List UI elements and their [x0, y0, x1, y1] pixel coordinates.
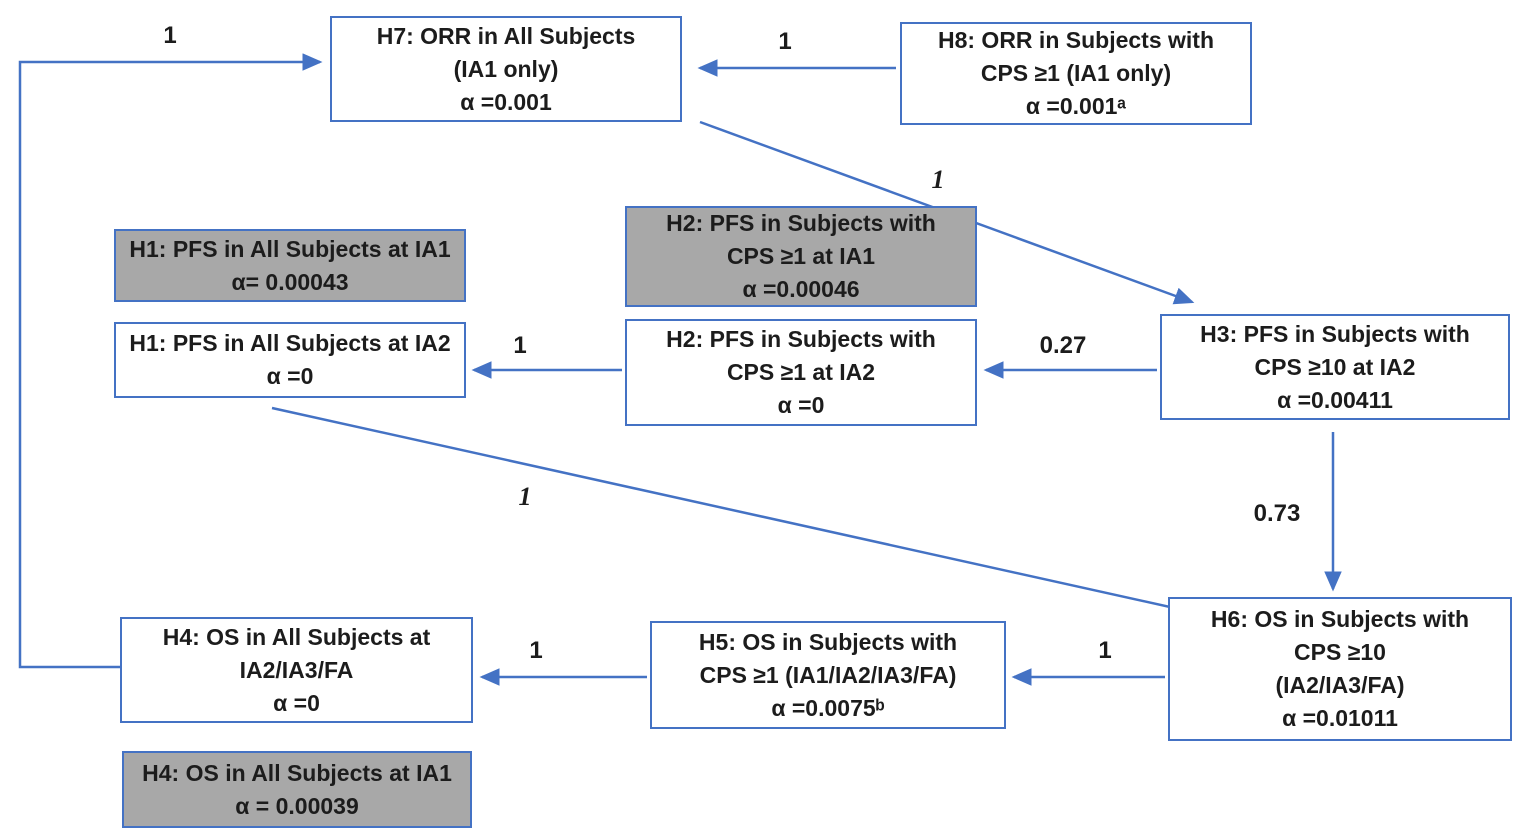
edge-label-h5-to-h4ia2: 1: [529, 637, 543, 664]
node-h4-os-all-ia1: H4: OS in All Subjects at IA1 α = 0.0003…: [122, 751, 472, 828]
edge-label-h6-to-h5: 1: [1098, 637, 1112, 664]
node-h2ia1-line-2: CPS ≥1 at IA1: [726, 243, 876, 269]
node-h4ia2-alpha: α =0: [273, 689, 320, 716]
edge-label-h3-to-h2ia2: 0.27: [1039, 332, 1087, 359]
node-h3-pfs-cps10-ia2: H3: PFS in Subjects with CPS ≥10 at IA2 …: [1160, 314, 1510, 420]
node-h8-orr-cps1: H8: ORR in Subjects with CPS ≥1 (IA1 onl…: [900, 22, 1252, 125]
edge-label-h1ia2-to-h6: 1: [518, 482, 532, 511]
node-h6-os-cps10: H6: OS in Subjects with CPS ≥10 (IA2/IA3…: [1168, 597, 1512, 741]
edge-h4ia2-to-h7-arrow: [18, 53, 323, 669]
node-h8-alpha: α =0.001ᵃ: [1025, 93, 1127, 119]
node-h2ia1-line-1: H2: PFS in Subjects with: [666, 210, 936, 236]
node-h4ia2-line-2: IA2/IA3/FA: [239, 656, 354, 683]
node-h4ia1-alpha: α = 0.00039: [235, 792, 359, 819]
node-h5-os-cps1: H5: OS in Subjects with CPS ≥1 (IA1/IA2/…: [650, 621, 1006, 729]
node-h8-line-2: CPS ≥1 (IA1 only): [980, 60, 1172, 86]
node-h2ia2-line-1: H2: PFS in Subjects with: [666, 326, 936, 352]
edge-label-h2ia2-to-h1ia2: 1: [513, 332, 527, 359]
node-h3-line-2: CPS ≥10 at IA2: [1254, 353, 1416, 380]
node-h6-line-2: CPS ≥10: [1294, 639, 1386, 665]
node-h4ia1-line-1: H4: OS in All Subjects at IA1: [142, 759, 452, 786]
node-h6-line-3: (IA2/IA3/FA): [1275, 672, 1405, 698]
node-h1-pfs-all-ia2: H1: PFS in All Subjects at IA2 α =0: [114, 322, 466, 398]
node-h6-line-1: H6: OS in Subjects with: [1210, 606, 1470, 632]
node-h5-line-1: H5: OS in Subjects with: [698, 628, 958, 655]
node-h7-line-1: H7: ORR in All Subjects: [376, 22, 636, 49]
node-h2ia1-alpha: α =0.00046: [742, 276, 860, 302]
edge-label-h8-to-h7: 1: [778, 28, 792, 55]
node-h2-pfs-cps1-ia2: H2: PFS in Subjects with CPS ≥1 at IA2 α…: [625, 319, 977, 426]
node-h1ia1-alpha: α= 0.00043: [231, 268, 349, 295]
edge-label-h7-to-h3: 1: [931, 165, 945, 194]
edge-label-h4ia2-to-h7: 1: [163, 22, 177, 49]
node-h3-line-1: H3: PFS in Subjects with: [1200, 320, 1470, 347]
node-h1-pfs-all-ia1: H1: PFS in All Subjects at IA1 α= 0.0004…: [114, 229, 466, 302]
node-h2ia2-line-2: CPS ≥1 at IA2: [726, 359, 876, 385]
node-h6-alpha: α =0.01011: [1282, 705, 1398, 731]
node-h4ia2-line-1: H4: OS in All Subjects at: [162, 623, 431, 650]
edge-label-h3-to-h6: 0.73: [1253, 500, 1301, 527]
node-h4-os-all-ia2: H4: OS in All Subjects at IA2/IA3/FA α =…: [120, 617, 473, 723]
node-h3-alpha: α =0.00411: [1277, 386, 1393, 413]
node-h1ia2-alpha: α =0: [266, 363, 314, 389]
node-h8-line-1: H8: ORR in Subjects with: [937, 27, 1215, 53]
node-h5-alpha: α =0.0075ᵇ: [771, 694, 885, 721]
node-h7-line-2: (IA1 only): [453, 55, 559, 82]
edge-h1ia2-to-h6-arrow: [271, 406, 1191, 616]
node-h7-alpha: α =0.001: [460, 88, 552, 115]
node-h2ia2-alpha: α =0: [777, 392, 825, 418]
node-h5-line-2: CPS ≥1 (IA1/IA2/IA3/FA): [699, 661, 957, 688]
node-h1ia2-line-1: H1: PFS in All Subjects at IA2: [129, 330, 451, 356]
node-h1ia1-line-1: H1: PFS in All Subjects at IA1: [129, 235, 451, 262]
node-h7-orr-all-subjects: H7: ORR in All Subjects (IA1 only) α =0.…: [330, 16, 682, 122]
node-h2-pfs-cps1-ia1: H2: PFS in Subjects with CPS ≥1 at IA1 α…: [625, 206, 977, 307]
